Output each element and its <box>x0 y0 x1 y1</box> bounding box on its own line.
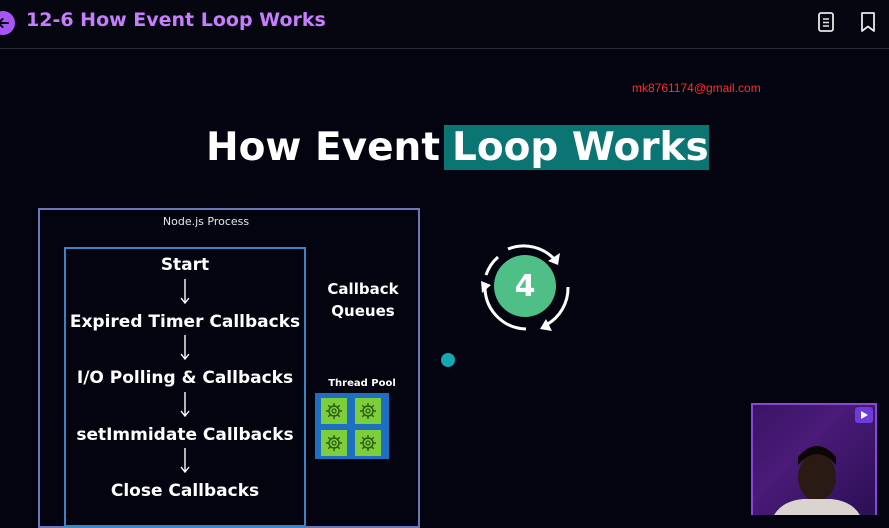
gear-icon <box>326 435 342 451</box>
callback-queues-line1: Callback <box>327 280 399 298</box>
bookmark-button[interactable] <box>857 11 879 33</box>
thread-cell <box>321 430 347 456</box>
back-button[interactable] <box>0 11 15 35</box>
phase-start: Start <box>160 255 210 275</box>
phase-close-callbacks: Close Callbacks <box>110 481 260 501</box>
phase-expired-timers: Expired Timer Callbacks <box>69 312 301 332</box>
notes-button[interactable] <box>815 11 837 33</box>
gear-icon <box>326 403 342 419</box>
presenter-webcam[interactable] <box>751 403 877 515</box>
down-arrow-icon <box>180 279 190 305</box>
phase-io-polling: I/O Polling & Callbacks <box>76 368 294 388</box>
cycle-arrows-icon <box>481 244 570 331</box>
thread-cell <box>355 398 381 424</box>
thread-cell <box>321 398 347 424</box>
gear-icon <box>360 435 376 451</box>
loop-cycle-graphic: 4 <box>478 239 574 335</box>
process-label: Node.js Process <box>162 215 250 228</box>
lesson-title: 12-6 How Event Loop Works <box>26 9 326 31</box>
gear-icon <box>360 403 376 419</box>
top-bar: 12-6 How Event Loop Works <box>0 0 889 49</box>
thread-cell <box>355 430 381 456</box>
nodejs-process-box: Node.js Process Start Expired Timer Call… <box>38 208 420 528</box>
callback-queues-line2: Queues <box>331 302 395 320</box>
heading-plain: How Event <box>206 125 440 170</box>
down-arrow-icon <box>180 392 190 418</box>
thread-pool <box>315 393 389 459</box>
phase-setimmediate: setImmidate Callbacks <box>76 425 294 445</box>
webcam-badge[interactable] <box>855 407 873 423</box>
notes-icon <box>818 12 834 32</box>
event-loop-box: Start Expired Timer Callbacks I/O Pollin… <box>64 247 306 527</box>
presenter-silhouette <box>774 446 860 515</box>
down-arrow-icon <box>180 448 190 474</box>
callback-queues-label: Callback Queues <box>318 278 408 322</box>
thread-pool-label: Thread Pool <box>328 378 396 389</box>
bookmark-icon <box>861 12 875 32</box>
arrow-left-icon <box>0 18 9 28</box>
cursor-pointer <box>441 353 455 367</box>
cycle-number: 4 <box>494 255 556 317</box>
watermark-email: mk8761174@gmail.com <box>632 81 761 95</box>
play-icon <box>861 411 868 419</box>
down-arrow-icon <box>180 335 190 361</box>
heading-highlight: Loop Works <box>443 125 709 170</box>
